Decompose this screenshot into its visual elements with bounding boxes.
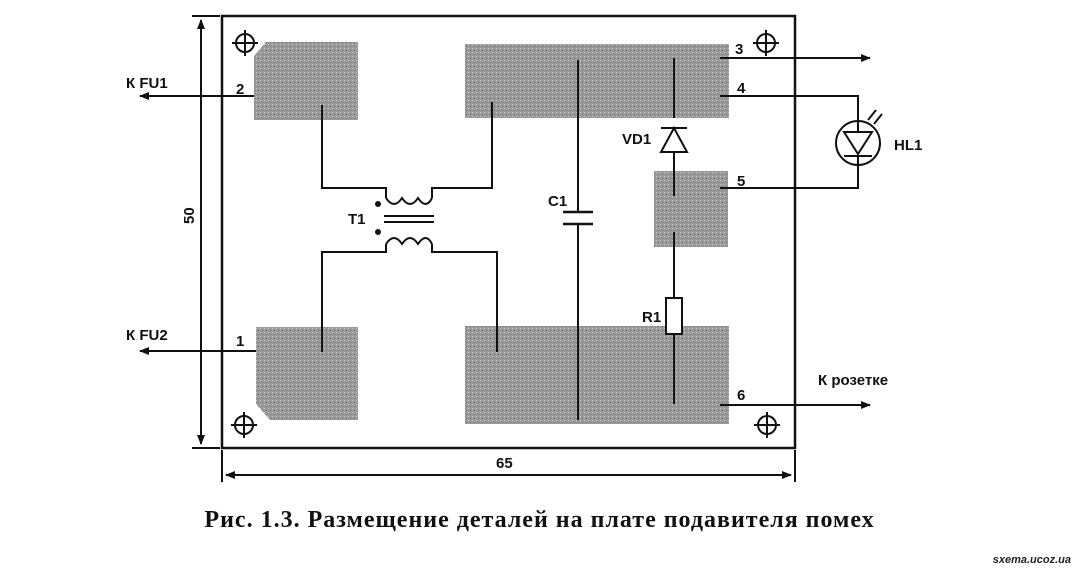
label-vd1: VD1 [622, 131, 651, 148]
led-hl1-icon [835, 109, 883, 166]
dimension-width: 65 [496, 455, 513, 472]
mounting-hole-top-right-icon [753, 30, 779, 56]
watermark: sxema.ucoz.ua [992, 554, 1071, 566]
pin-2: 2 [236, 81, 244, 98]
transformer-t1-icon [375, 196, 434, 246]
board-outline [220, 14, 797, 450]
wiring [321, 58, 859, 420]
pin-3: 3 [735, 41, 743, 58]
diode-vd1-icon [659, 125, 689, 153]
pad-bottom-right [465, 326, 729, 424]
label-socket: К розетке [818, 372, 888, 389]
capacitor-c1-icon [563, 210, 593, 226]
label-fu2: К FU2 [126, 327, 168, 344]
mounting-hole-top-left-icon [232, 30, 258, 56]
pin-6: 6 [737, 387, 745, 404]
figure-caption: Рис. 1.3. Размещение деталей на плате по… [204, 507, 875, 533]
label-t1: T1 [348, 211, 366, 228]
pad-top-left [254, 42, 358, 120]
label-fu1: К FU1 [126, 75, 168, 92]
label-c1: C1 [548, 193, 567, 210]
mounting-hole-bottom-right-icon [754, 412, 780, 438]
resistor-r1-icon [665, 297, 683, 335]
mounting-hole-bottom-left-icon [231, 412, 257, 438]
dimension-height: 50 [181, 207, 198, 224]
dimension-lines [192, 15, 796, 482]
label-hl1: HL1 [894, 137, 922, 154]
pad-middle-right [654, 171, 728, 247]
pad-bottom-left [256, 327, 358, 420]
pin-1: 1 [236, 333, 244, 350]
pin-5: 5 [737, 173, 745, 190]
pin-4: 4 [737, 80, 746, 97]
label-r1: R1 [642, 309, 661, 326]
pad-top-right [465, 44, 729, 118]
